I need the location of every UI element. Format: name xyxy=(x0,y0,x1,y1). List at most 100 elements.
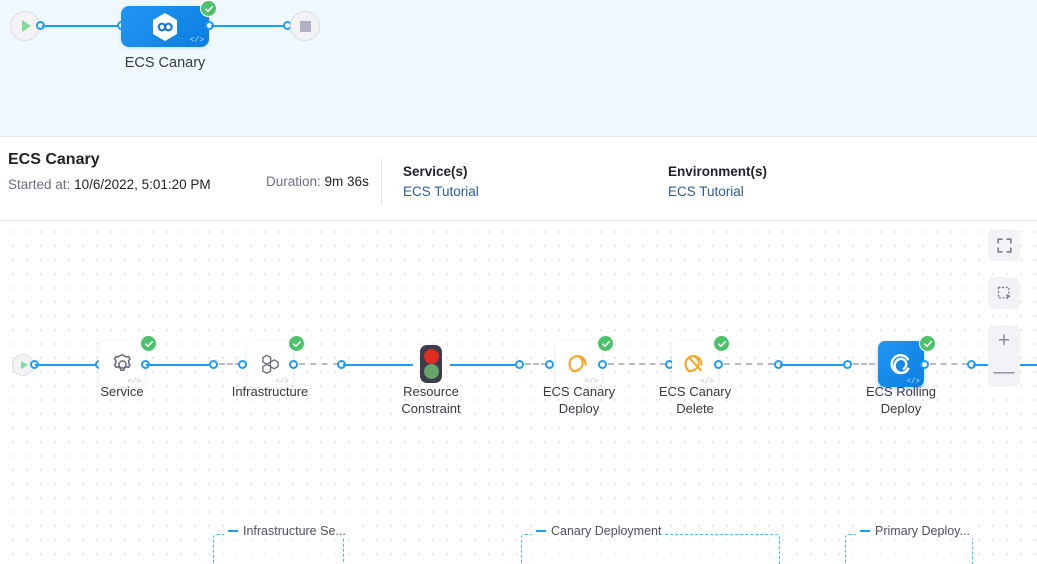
port xyxy=(238,360,247,369)
services-block: Service(s) ECS Tutorial xyxy=(403,164,479,199)
node-label-line2: Delete xyxy=(676,401,714,416)
node-service[interactable]: </> xyxy=(99,341,145,387)
status-badge-success xyxy=(200,0,217,17)
port xyxy=(598,360,607,369)
status-badge-success xyxy=(140,335,157,352)
node-label-line1: Resource xyxy=(403,384,459,399)
node-infrastructure[interactable]: </> xyxy=(247,341,293,387)
ecs-rolling-deploy-icon xyxy=(890,354,910,375)
pipeline-node-label: ECS Canary xyxy=(124,55,206,71)
execution-info-bar: ECS Canary Started at: 10/6/2022, 5:01:2… xyxy=(0,137,1037,221)
divider xyxy=(381,159,382,203)
group-title-label: Infrastructure Se... xyxy=(243,524,346,538)
status-badge-success xyxy=(919,335,936,352)
zoom-in-button[interactable]: + xyxy=(997,328,1011,352)
port xyxy=(843,360,852,369)
group-title-label: Primary Deploy... xyxy=(875,524,970,538)
environments-block: Environment(s) ECS Tutorial xyxy=(668,164,767,199)
connector-line xyxy=(780,364,846,366)
pipeline-start-node[interactable] xyxy=(10,11,40,41)
traffic-light-red-icon xyxy=(423,348,439,364)
group-title[interactable]: Canary Deployment xyxy=(532,524,666,538)
started-at: Started at: 10/6/2022, 5:01:20 PM xyxy=(8,177,1037,192)
check-icon xyxy=(144,340,153,347)
connector-line xyxy=(450,364,518,366)
connector-line-dashed xyxy=(299,363,339,365)
connector-line xyxy=(146,364,214,366)
play-icon xyxy=(22,20,31,32)
node-label-line2: Deploy xyxy=(880,401,922,416)
node-label-ecs-rolling-deploy: ECS Rolling Deploy xyxy=(841,383,961,417)
node-label-line1: ECS Canary xyxy=(658,384,732,399)
node-ecs-rolling-deploy[interactable]: </> xyxy=(878,341,924,387)
connector-line-dashed xyxy=(608,363,666,365)
connector-line xyxy=(42,25,124,27)
code-mark: </> xyxy=(584,378,598,386)
node-ecs-canary-delete[interactable]: </> xyxy=(672,341,718,387)
node-resource-constraint[interactable] xyxy=(420,345,442,383)
port xyxy=(545,360,554,369)
check-icon xyxy=(204,5,213,12)
duration-label: Duration: xyxy=(266,174,321,189)
check-icon xyxy=(292,340,301,347)
code-mark: </> xyxy=(189,36,204,45)
node-label-resource-constraint: Resource Constraint xyxy=(371,383,491,417)
node-label-line2: Constraint xyxy=(401,401,461,416)
connector-line-dashed xyxy=(930,363,968,365)
top-pipeline-band: </> ECS Canary xyxy=(0,0,1037,137)
connector-line xyxy=(35,364,100,366)
connector-line-dashed xyxy=(525,363,547,365)
pipeline-end-node[interactable] xyxy=(290,11,320,41)
execution-graph-canvas[interactable]: Infrastructure Se... Canary Deployment P… xyxy=(0,221,1037,564)
gear-icon xyxy=(113,353,131,371)
hexagons-icon xyxy=(261,354,279,374)
port xyxy=(920,360,929,369)
connector-line xyxy=(343,364,413,366)
node-label-service: Service xyxy=(100,384,144,399)
ecs-canary-deploy-icon xyxy=(568,355,587,373)
collapse-dash-icon[interactable] xyxy=(228,530,238,532)
code-mark: </> xyxy=(127,378,141,386)
group-title[interactable]: Infrastructure Se... xyxy=(224,524,350,538)
group-title[interactable]: Primary Deploy... xyxy=(856,524,974,538)
services-value[interactable]: ECS Tutorial xyxy=(403,184,479,199)
code-mark: </> xyxy=(700,378,714,386)
port xyxy=(209,360,218,369)
traffic-light-green-icon xyxy=(423,364,439,380)
zoom-controls[interactable]: + — xyxy=(988,325,1020,387)
pipeline-node-ecs-canary[interactable]: </> xyxy=(121,6,209,47)
node-label-line1: ECS Canary xyxy=(542,384,616,399)
group-canary-deployment[interactable]: Canary Deployment xyxy=(521,524,780,564)
status-badge-success xyxy=(597,335,614,352)
check-icon xyxy=(601,340,610,347)
duration-value: 9m 36s xyxy=(324,174,369,189)
group-infrastructure-section[interactable]: Infrastructure Se... xyxy=(213,524,350,564)
status-badge-success xyxy=(288,335,305,352)
code-mark: </> xyxy=(275,378,289,386)
zoom-out-button[interactable]: — xyxy=(993,359,1015,383)
duration: Duration: 9m 36s xyxy=(266,174,369,189)
node-ecs-canary-deploy[interactable]: </> xyxy=(556,341,602,387)
group-title-label: Canary Deployment xyxy=(551,524,662,538)
fullscreen-button[interactable] xyxy=(988,229,1020,261)
collapse-dash-icon[interactable] xyxy=(536,530,546,532)
code-mark: </> xyxy=(906,378,920,386)
environments-value[interactable]: ECS Tutorial xyxy=(668,184,744,199)
page-title: ECS Canary xyxy=(8,151,100,168)
fullscreen-icon xyxy=(996,237,1012,253)
environments-label: Environment(s) xyxy=(668,164,768,179)
check-icon xyxy=(717,340,726,347)
port xyxy=(714,360,723,369)
collapse-dash-icon[interactable] xyxy=(860,530,870,532)
group-primary-deployment[interactable]: Primary Deploy... xyxy=(845,524,974,564)
select-area-icon xyxy=(997,286,1011,299)
connector-line-dashed xyxy=(724,363,774,365)
connector-line-dashed xyxy=(853,363,875,365)
select-area-button[interactable] xyxy=(988,277,1020,309)
port xyxy=(515,360,524,369)
check-icon xyxy=(923,340,932,347)
ecs-canary-delete-icon xyxy=(684,355,703,373)
stop-icon xyxy=(299,20,311,32)
status-badge-success xyxy=(713,335,730,352)
node-label-line2: Deploy xyxy=(558,401,600,416)
